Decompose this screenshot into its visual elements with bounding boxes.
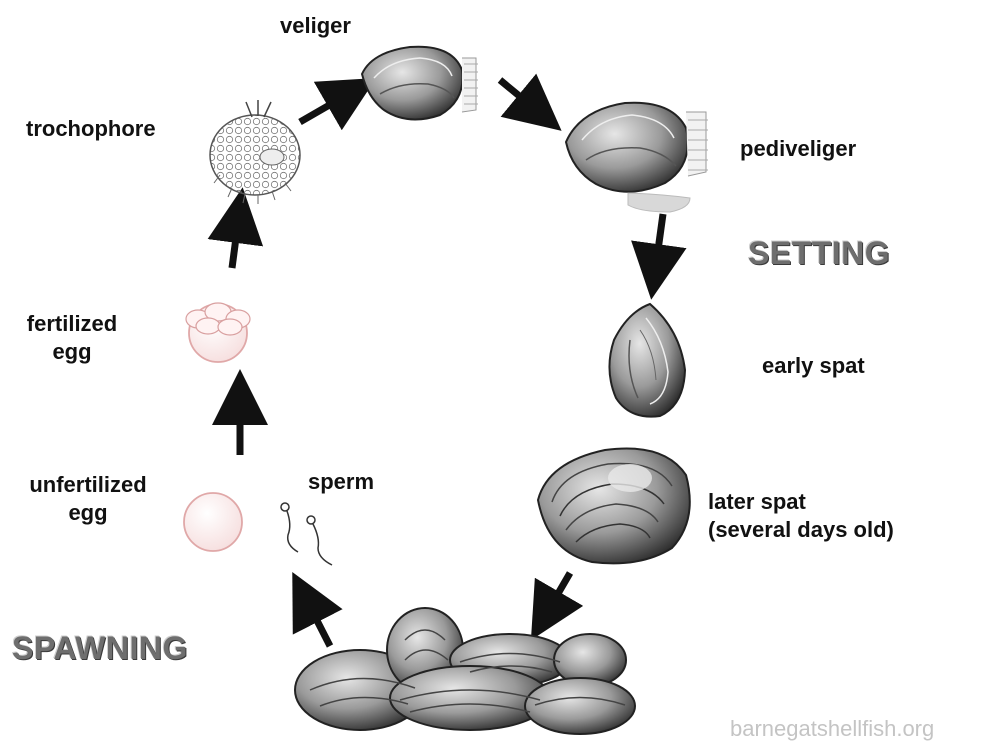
arrow-icon <box>545 573 570 616</box>
arrow-icon <box>655 214 663 272</box>
spawning-phase-label: SPAWNING <box>12 630 188 667</box>
arrow-icon <box>500 80 540 113</box>
trochophore-label: trochophore <box>26 115 156 143</box>
later-spat-label: later spat (several days old) <box>708 488 894 543</box>
later-spat-icon <box>538 448 690 563</box>
pediveliger-label: pediveliger <box>740 135 856 163</box>
early-spat-icon <box>609 304 685 417</box>
sperm-label: sperm <box>308 468 374 496</box>
fertilized-egg-label-line2: egg <box>8 338 136 366</box>
unfertilized-egg-label-line2: egg <box>8 499 168 527</box>
later-spat-label-line1: later spat <box>708 488 894 516</box>
arrow-icon <box>232 215 239 268</box>
trochophore-icon <box>210 100 300 204</box>
adult-oysters-icon <box>295 608 635 734</box>
arrow-icon <box>305 597 330 646</box>
unfertilized-egg-label-line1: unfertilized <box>8 471 168 499</box>
unfertilized-egg-icon <box>184 493 242 551</box>
later-spat-label-line2: (several days old) <box>708 516 894 544</box>
fertilized-egg-label-line1: fertilized <box>8 310 136 338</box>
early-spat-label: early spat <box>762 352 865 380</box>
veliger-label: veliger <box>280 12 351 40</box>
unfertilized-egg-label: unfertilized egg <box>8 471 168 526</box>
watermark: barnegatshellfish.org <box>730 716 934 742</box>
fertilized-egg-icon <box>186 303 250 362</box>
setting-phase-label: SETTING <box>748 235 890 272</box>
pediveliger-icon <box>566 103 708 212</box>
fertilized-egg-label: fertilized egg <box>8 310 136 365</box>
veliger-icon <box>362 47 478 120</box>
sperm-icon <box>281 503 332 565</box>
arrow-icon <box>300 92 352 122</box>
